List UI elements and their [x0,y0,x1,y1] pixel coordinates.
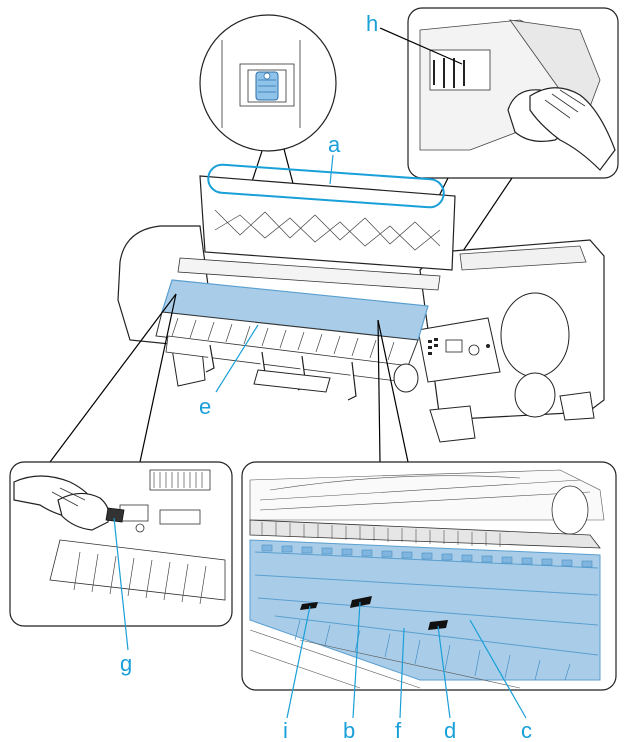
callout-i: i [283,718,288,742]
callout-f: f [395,718,402,742]
inset-bottom-left: g [10,462,232,676]
printer-body: a e [50,132,604,462]
callout-a: a [328,132,341,157]
zoom-circle-top [200,15,336,200]
callout-b: b [343,718,355,742]
callout-g: g [120,651,132,676]
callout-h: h [366,11,378,36]
callout-d: d [444,718,456,742]
callout-e: e [199,394,211,419]
callout-c: c [521,718,532,742]
inset-bottom-right: i b f d c [242,462,616,742]
